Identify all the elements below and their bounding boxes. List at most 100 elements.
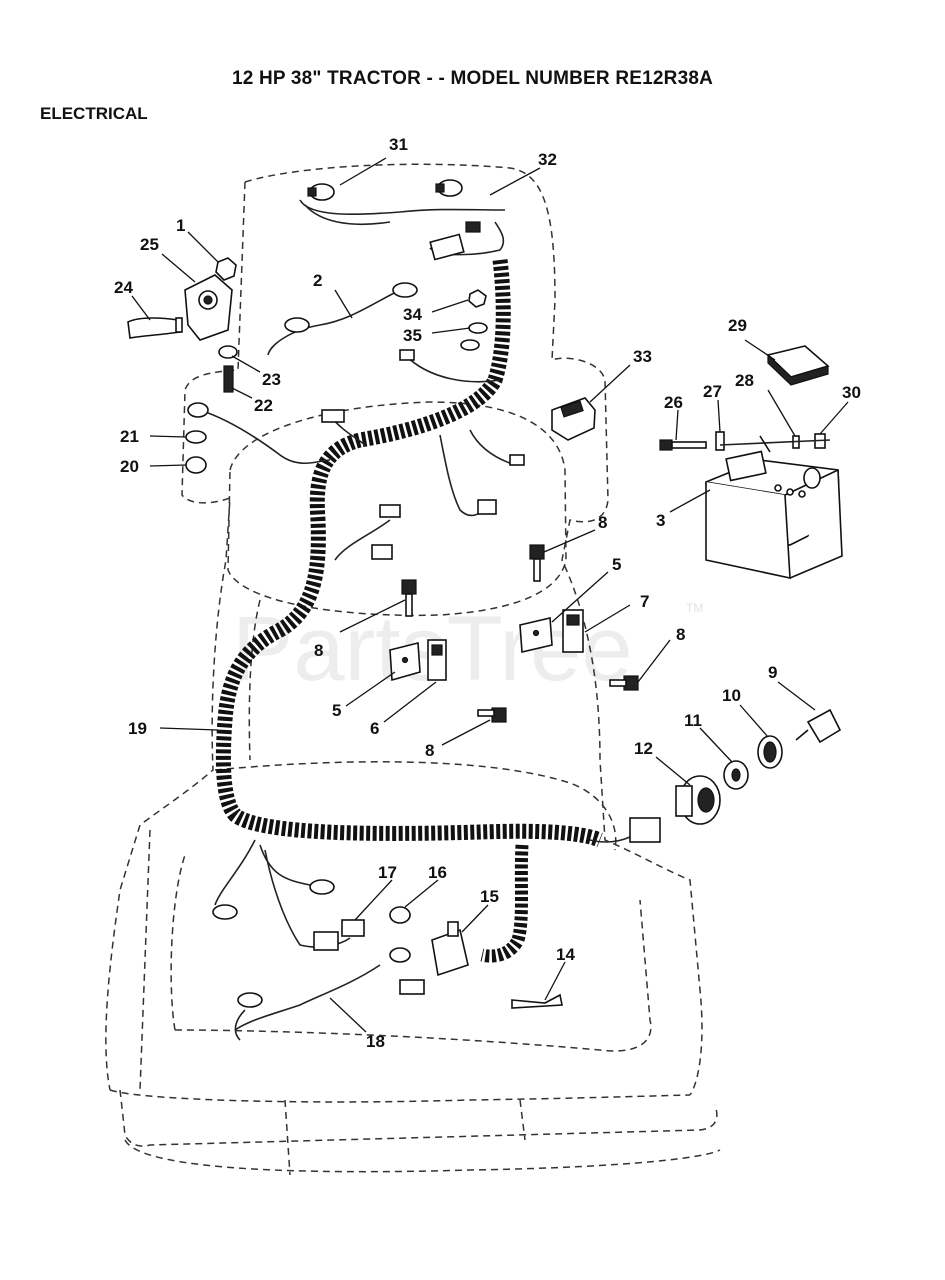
tractor-body-outline [105,163,721,1176]
harness-coil-main [215,259,603,848]
floor-outline [174,899,652,1052]
callout-9: 9 [768,663,777,682]
headlight-harness-connector [429,221,481,261]
hood-outline-right [244,163,703,1096]
headlight-bulb-left [307,183,335,201]
ring-terminal-2a [392,282,418,298]
lock-washer-23 [218,345,238,359]
console-outline [248,599,261,761]
nut-34 [468,289,487,308]
lower-wire-18b [234,1009,246,1041]
washer-35 [468,322,488,334]
callout-28: 28 [735,371,754,390]
callout-labels: 31 32 1 25 2 24 34 35 23 22 21 20 33 29 … [114,135,861,1051]
starter-solenoid [184,274,233,341]
washer-21 [185,430,207,444]
ring-terminal-lower-2 [212,904,238,920]
bolt-8-bottom [477,707,507,723]
spade-terminal [399,349,415,361]
battery-bolt [659,439,707,451]
callout-12: 12 [634,739,653,758]
callout-33: 33 [633,347,652,366]
bolt-22 [223,365,234,393]
connector-lower [313,931,339,951]
callout-1: 1 [176,216,185,235]
ring-terminal-2b [284,317,310,333]
ring-terminal-lower-4 [237,992,263,1008]
callout-10: 10 [722,686,741,705]
connector-17 [341,919,365,937]
callout-31: 31 [389,135,408,154]
dash-connector-1 [321,409,345,423]
callout-30: 30 [842,383,861,402]
callout-32: 32 [538,150,557,169]
connector-lower-2 [399,979,425,995]
ring-terminal-lower-1 [309,879,335,895]
nut-1 [215,257,237,281]
light-switch [551,397,596,441]
callout-26: 26 [664,393,683,412]
ignition-washer-hole [731,768,741,782]
callout-20: 20 [120,457,139,476]
callout-8-right: 8 [676,625,685,644]
bolt-8-left [401,579,417,617]
rail-divider-2 [519,1099,526,1141]
callout-18: 18 [366,1032,385,1051]
spacer-27 [715,431,725,451]
callout-3: 3 [656,511,665,530]
callout-11: 11 [684,711,702,730]
parts [127,179,843,1009]
frame-rail-outline [119,1089,718,1147]
battery-bolt-axis [719,439,831,446]
harness-coil-branch [480,844,529,963]
callout-27: 27 [703,382,722,401]
ignition-nut-ring-hole [763,741,777,763]
watermark-trademark: TM [686,601,703,615]
seat-switch [431,921,469,977]
battery [705,435,843,580]
wire-harness-coil [215,259,603,963]
bolt-8-right [609,675,639,691]
cable-tie [511,993,563,1009]
battery-pad [766,345,830,386]
bracket-5-right [519,617,553,653]
rail-divider-1 [284,1099,291,1176]
dash-connector-3 [379,504,401,518]
lower-wire-1 [214,839,256,906]
switch-6 [427,639,447,681]
starter-wire [199,409,331,464]
callout-23: 23 [262,370,281,389]
callout-5-left: 5 [332,701,341,720]
leader-lines [131,157,849,1033]
ignition-harness-plug [629,817,661,843]
headlight-wire [299,199,506,216]
dash-wire-3 [469,429,516,466]
dash-connector-4 [371,544,393,560]
callout-34: 34 [403,305,422,324]
callout-8-top: 8 [598,513,607,532]
switch-7 [562,609,584,653]
seat-deck-outline [214,761,617,851]
ignition-key [795,708,842,744]
terminal-cap [127,317,183,339]
floor-outline-left [170,854,186,1031]
ignition-switch [675,775,721,825]
callout-25: 25 [140,235,159,254]
callout-8-bottom: 8 [425,741,434,760]
page-title: 12 HP 38" TRACTOR - - MODEL NUMBER RE12R… [231,68,714,89]
nut-20 [185,456,207,474]
headlight-bulb-right [435,179,463,197]
dash-wire-4 [334,519,391,561]
headlight-wire-2 [304,204,391,225]
ring-terminal-starter [187,402,209,418]
lower-wire-18 [234,964,381,1031]
callout-5-right: 5 [612,555,621,574]
callout-16: 16 [428,863,447,882]
dash-connector-2 [477,499,497,515]
bracket-5-left [389,641,421,682]
callout-2: 2 [313,271,322,290]
callout-8-left: 8 [314,641,323,660]
frame-outline [109,1089,691,1103]
dash-connector-5 [509,454,525,466]
ring-terminal-35 [460,339,480,351]
